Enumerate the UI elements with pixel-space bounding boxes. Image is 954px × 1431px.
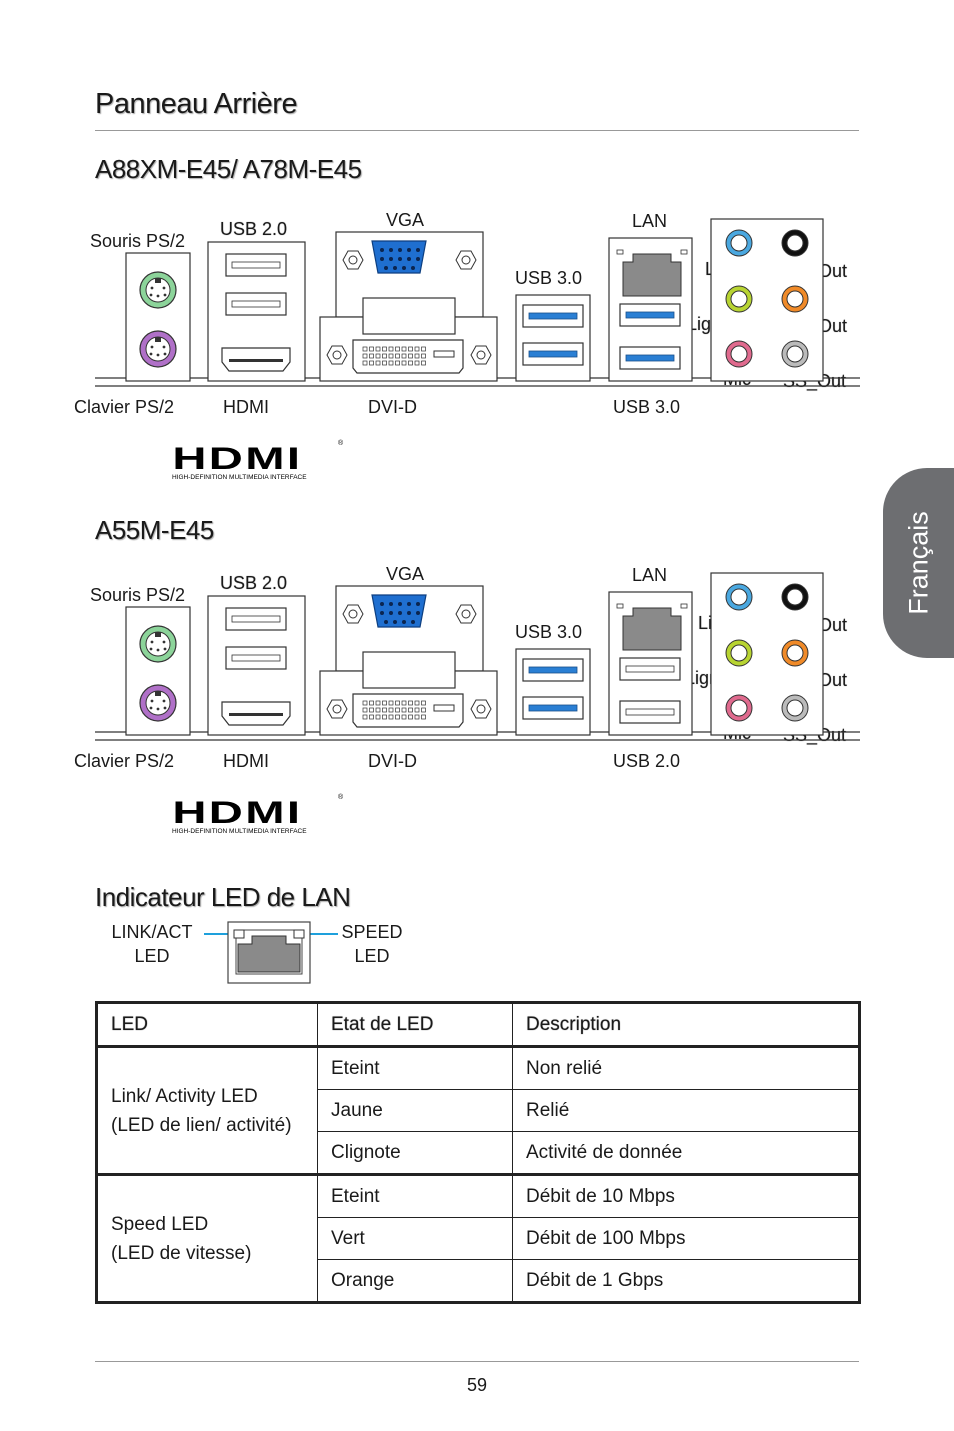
panel2-rear-io-diagram <box>95 572 860 741</box>
lan-usb-label: USB 2.0 <box>613 751 681 771</box>
language-tab: Français <box>883 468 954 658</box>
usb30-label: USB 3.0 <box>515 268 583 288</box>
table-row: Vert Débit de 100 Mbps <box>97 1217 861 1260</box>
led-state: Vert <box>317 1217 513 1260</box>
ps2-keyboard-label: Clavier PS/2 <box>74 751 175 771</box>
dvi-label: DVI-D <box>368 397 417 417</box>
table-row: Speed LED (LED de vitesse) Eteint Débit … <box>95 1174 861 1304</box>
link-act-led-label: LINK/ACT LED <box>111 922 193 966</box>
header-led: LED <box>95 1001 318 1048</box>
page-title: Panneau Arrière <box>95 88 298 120</box>
hdmi-logo-tagline: HIGH-DEFINITION MULTIMEDIA INTERFACE <box>172 474 307 481</box>
footer-rule <box>95 1361 859 1362</box>
usb20-label: USB 2.0 <box>220 219 288 239</box>
usb30-label: USB 3.0 <box>515 622 583 642</box>
lan-label: LAN <box>632 211 668 231</box>
hdmi-label: HDMI <box>223 751 269 771</box>
lan-usb-label: USB 3.0 <box>613 397 681 417</box>
page-number: 59 <box>466 1375 488 1395</box>
hdmi-logo-mark: ® <box>338 793 344 801</box>
led-description: Activité de donnée <box>512 1131 861 1176</box>
led-group-name: Link/ Activity LED (LED de lien/ activit… <box>95 1046 318 1176</box>
hdmi-label: HDMI <box>223 397 269 417</box>
vga-port-icon <box>371 240 427 274</box>
ps2-mouse-label: Souris PS/2 <box>90 585 186 605</box>
usb20-label: USB 2.0 <box>220 573 288 593</box>
language-tab-label: Français <box>903 511 933 615</box>
panel1-hdmi-logo: HDMI HIGH-DEFINITION MULTIMEDIA INTERFAC… <box>170 436 345 486</box>
panel2-heading: A55M-E45 <box>95 515 214 545</box>
hdmi-logo-word: HDMI <box>172 795 302 829</box>
table-header-row: LED Etat de LED Description <box>95 1001 861 1048</box>
hdmi-logo-mark: ® <box>338 439 344 447</box>
lan-label: LAN <box>632 565 668 585</box>
dvi-label: DVI-D <box>368 751 417 771</box>
table-row: Orange Débit de 1 Gbps <box>97 1259 861 1304</box>
ps2-keyboard-label: Clavier PS/2 <box>74 397 175 417</box>
led-status-table: LED Etat de LED Description Link/ Activi… <box>95 1001 861 1304</box>
vga-label: VGA <box>386 210 425 230</box>
dvi-port-icon <box>352 693 464 728</box>
panel1-rear-io-diagram <box>95 218 860 387</box>
hdmi-logo-tagline: HIGH-DEFINITION MULTIMEDIA INTERFACE <box>172 828 307 835</box>
lan-port-icon <box>622 253 682 297</box>
ps2-mouse-label: Souris PS/2 <box>90 231 186 251</box>
speed-led-label: SPEED LED <box>341 922 403 966</box>
table-row: Link/ Activity LED (LED de lien/ activit… <box>95 1046 861 1176</box>
hdmi-logo-icon: HDMI HIGH-DEFINITION MULTIMEDIA INTERFAC… <box>172 793 344 835</box>
led-description: Non relié <box>512 1046 861 1090</box>
led-state: Jaune <box>317 1089 513 1132</box>
led-state: Eteint <box>317 1046 513 1090</box>
lan-led-heading: Indicateur LED de LAN <box>95 882 351 912</box>
led-state: Clignote <box>317 1131 513 1176</box>
header-description: Description <box>512 1001 861 1048</box>
led-state: Orange <box>317 1259 513 1304</box>
hdmi-logo-word: HDMI <box>172 441 302 475</box>
vga-port-icon <box>371 594 427 628</box>
table-row: Jaune Relié <box>97 1089 861 1132</box>
led-description: Débit de 10 Mbps <box>512 1174 861 1218</box>
panel1-heading: A88XM-E45/ A78M-E45 <box>95 154 362 184</box>
lan-port-led-icon <box>204 921 338 984</box>
hdmi-logo-icon: HDMI HIGH-DEFINITION MULTIMEDIA INTERFAC… <box>172 439 344 481</box>
header-state: Etat de LED <box>317 1001 513 1048</box>
led-state: Eteint <box>317 1174 513 1218</box>
led-description: Débit de 100 Mbps <box>512 1217 861 1260</box>
led-description: Relié <box>512 1089 861 1132</box>
title-rule <box>95 130 859 131</box>
led-description: Débit de 1 Gbps <box>512 1259 861 1304</box>
vga-label: VGA <box>386 564 425 584</box>
led-group-name: Speed LED (LED de vitesse) <box>95 1174 318 1304</box>
dvi-port-icon <box>352 339 464 374</box>
panel2-hdmi-logo: HDMI HIGH-DEFINITION MULTIMEDIA INTERFAC… <box>170 790 345 840</box>
table-row: Clignote Activité de donnée <box>97 1131 861 1176</box>
lan-port-icon <box>622 607 682 651</box>
